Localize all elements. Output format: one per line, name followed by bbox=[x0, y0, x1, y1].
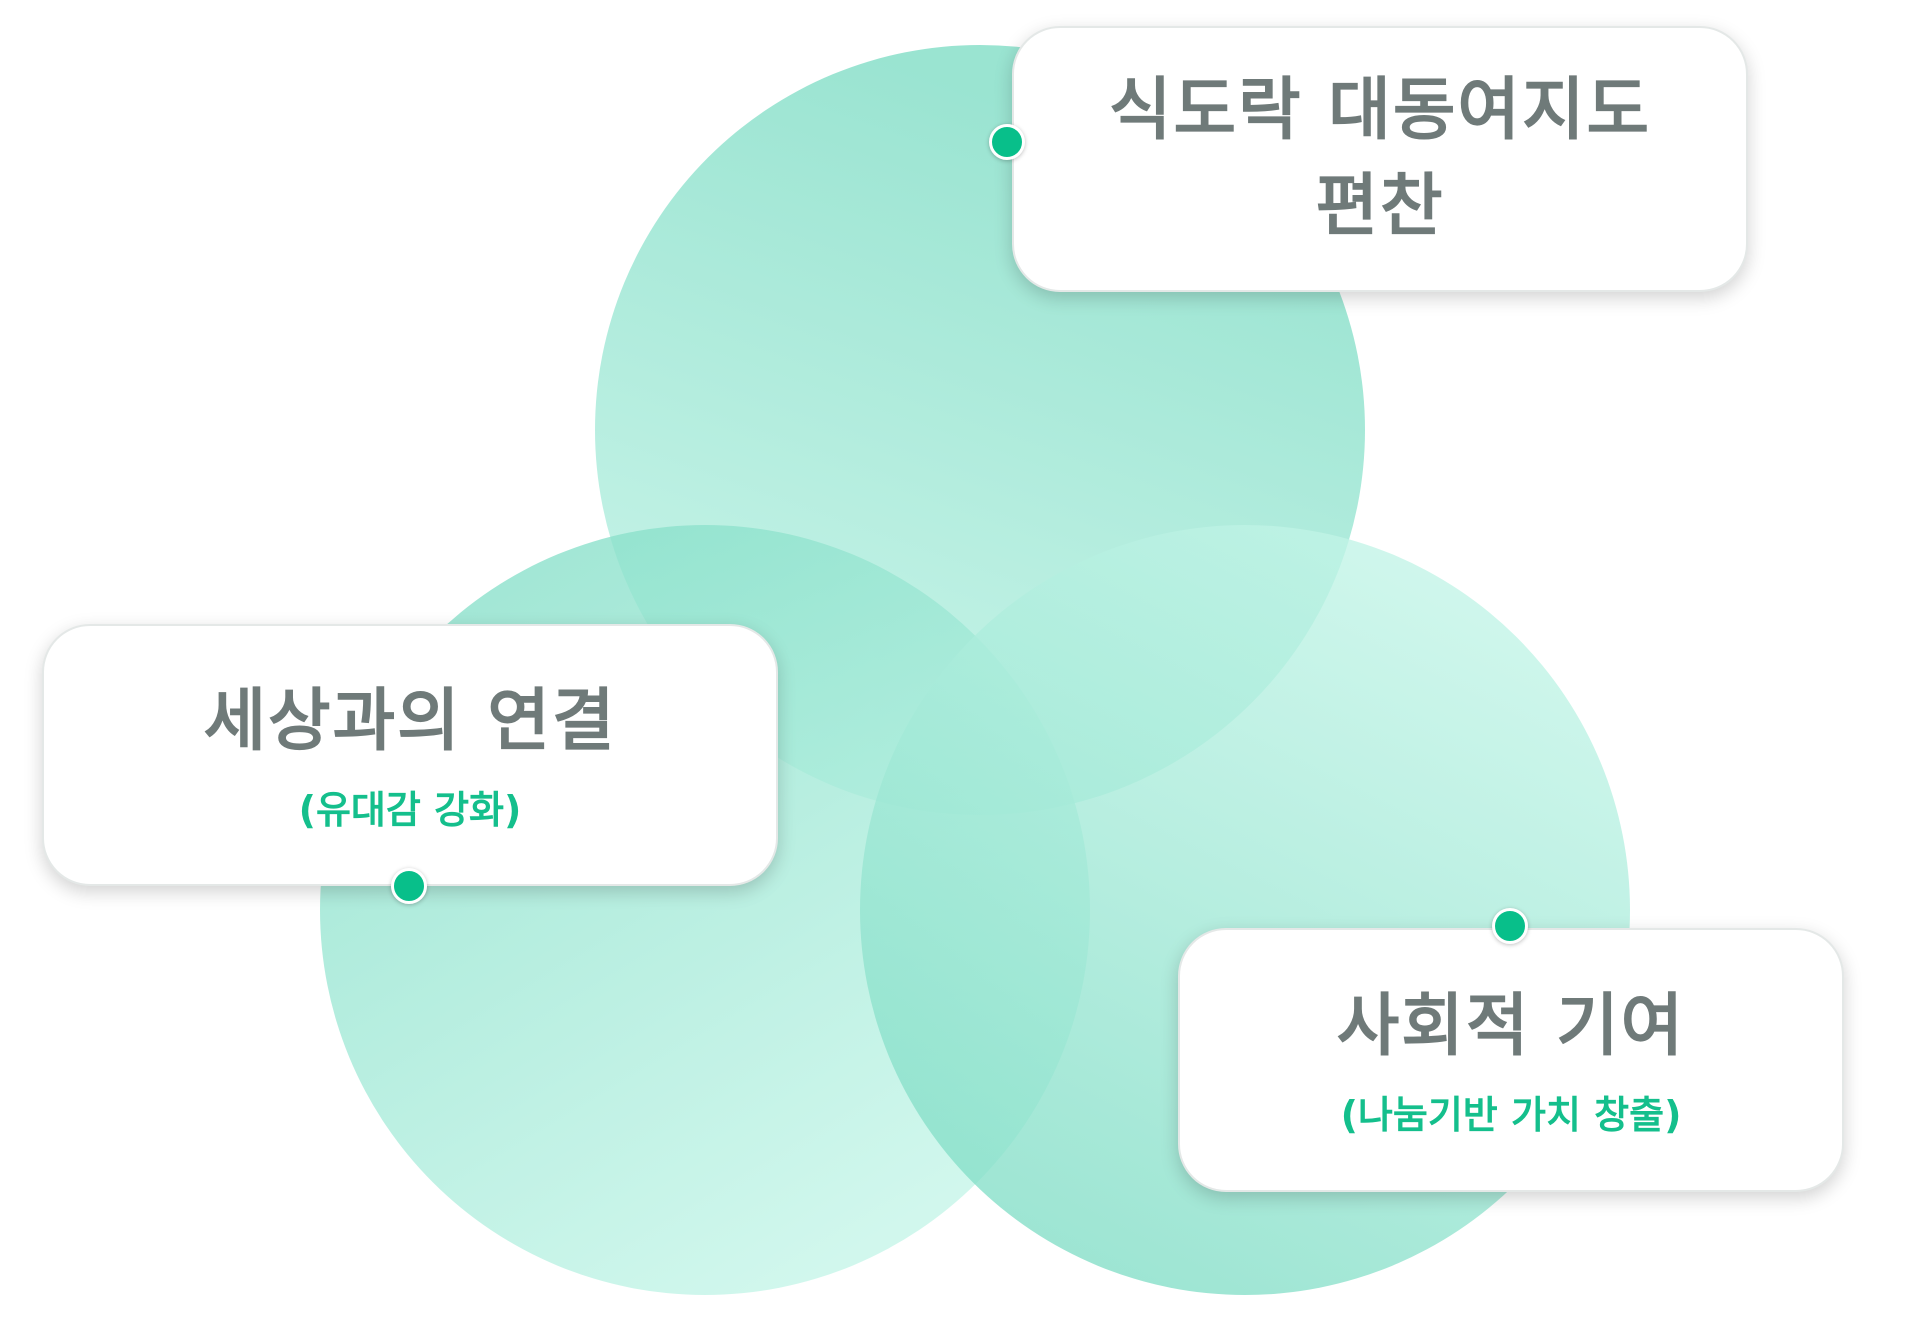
label-title-top-line1: 식도락 대동여지도 bbox=[1108, 71, 1652, 150]
connector-dot-left bbox=[391, 868, 427, 904]
label-title-left: 세상과의 연결 bbox=[203, 682, 617, 761]
label-card-left: 세상과의 연결 (유대감 강화) bbox=[42, 624, 778, 886]
label-card-top: 식도락 대동여지도 편찬 bbox=[1012, 26, 1748, 292]
label-title-top-line2: 편찬 bbox=[1315, 167, 1445, 246]
label-card-right: 사회적 기여 (나눔기반 가치 창출) bbox=[1178, 928, 1844, 1192]
label-subtitle-right: (나눔기반 가치 창출) bbox=[1340, 1093, 1682, 1137]
connector-dot-right bbox=[1492, 908, 1528, 944]
connector-dot-top bbox=[989, 124, 1025, 160]
label-subtitle-left: (유대감 강화) bbox=[298, 788, 522, 832]
label-title-right: 사회적 기여 bbox=[1336, 987, 1686, 1066]
